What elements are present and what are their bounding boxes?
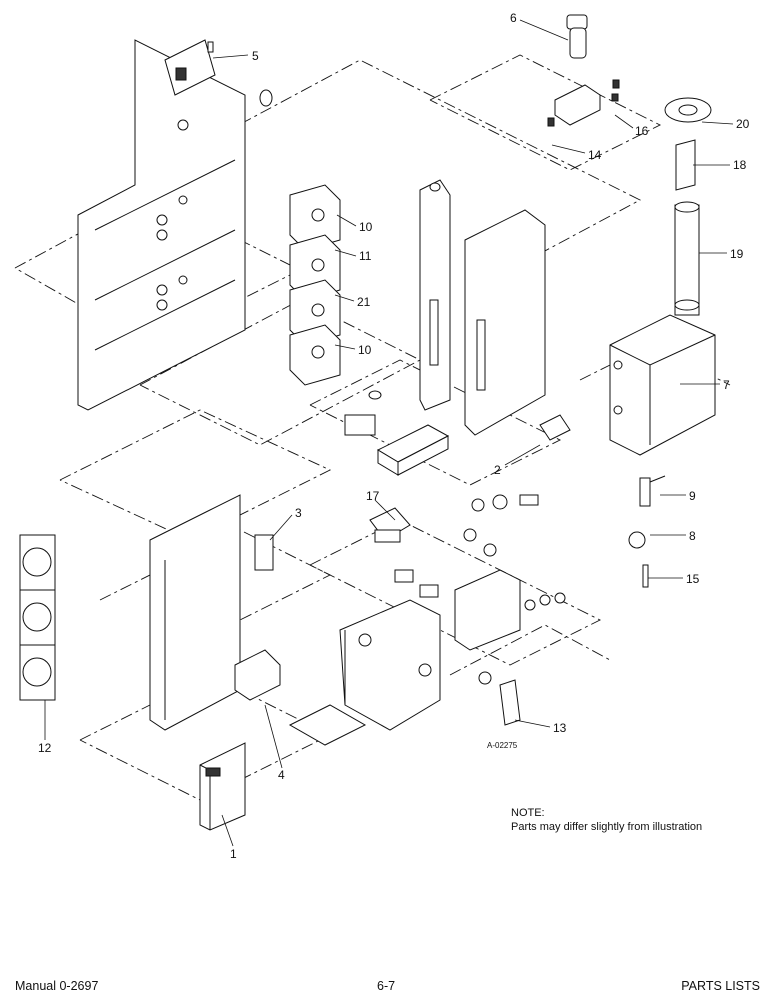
footer-manual-number: Manual 0-2697 [15, 979, 99, 993]
callout-7: 7 [723, 378, 730, 392]
lower-panel-assembly [149, 494, 281, 731]
callout-5: 5 [252, 49, 259, 63]
connector-part-17 [369, 507, 411, 543]
callout-10-bottom: 10 [358, 343, 372, 357]
callout-21: 21 [357, 295, 371, 309]
callout-10-top: 10 [359, 220, 373, 234]
footer-section-title: PARTS LISTS [681, 979, 760, 993]
base-tray [288, 569, 521, 746]
callout-17: 17 [366, 489, 380, 503]
callout-20: 20 [736, 117, 750, 131]
callout-14: 14 [588, 148, 602, 162]
note-block: NOTE: Parts may differ slightly from ill… [511, 806, 702, 834]
figure-id: A-02275 [487, 741, 518, 750]
callout-18: 18 [733, 158, 747, 172]
callout-1: 1 [230, 847, 237, 861]
callout-13: 13 [553, 721, 567, 735]
back-panel-assembly [77, 39, 273, 411]
footer-page-number: 6-7 [377, 979, 396, 993]
callout-8: 8 [689, 529, 696, 543]
bracket-part-5 [164, 39, 216, 96]
cooling-fans [19, 534, 56, 701]
cover-part-1 [199, 742, 246, 831]
callout-6: 6 [510, 11, 517, 25]
callout-2: 2 [494, 463, 501, 477]
coolant-reservoir [609, 97, 716, 456]
callout-12: 12 [38, 741, 52, 755]
fittings-8-9-15 [628, 475, 666, 588]
hardware-fittings [394, 494, 566, 685]
leader-lines [44, 19, 734, 847]
callout-4: 4 [278, 768, 285, 782]
contactor-stack [289, 184, 341, 386]
center-plates [419, 179, 546, 436]
note-title: NOTE: [511, 807, 545, 819]
heat-sink [344, 390, 450, 476]
callout-19: 19 [730, 247, 744, 261]
sensor-part-2 [539, 414, 571, 441]
callout-15: 15 [686, 572, 700, 586]
callout-9: 9 [689, 489, 696, 503]
filter-part-6 [547, 14, 620, 127]
note-text: Parts may differ slightly from illustrat… [511, 821, 703, 833]
callout-11: 11 [359, 249, 372, 263]
callout-3: 3 [295, 506, 302, 520]
callout-16: 16 [635, 124, 649, 138]
